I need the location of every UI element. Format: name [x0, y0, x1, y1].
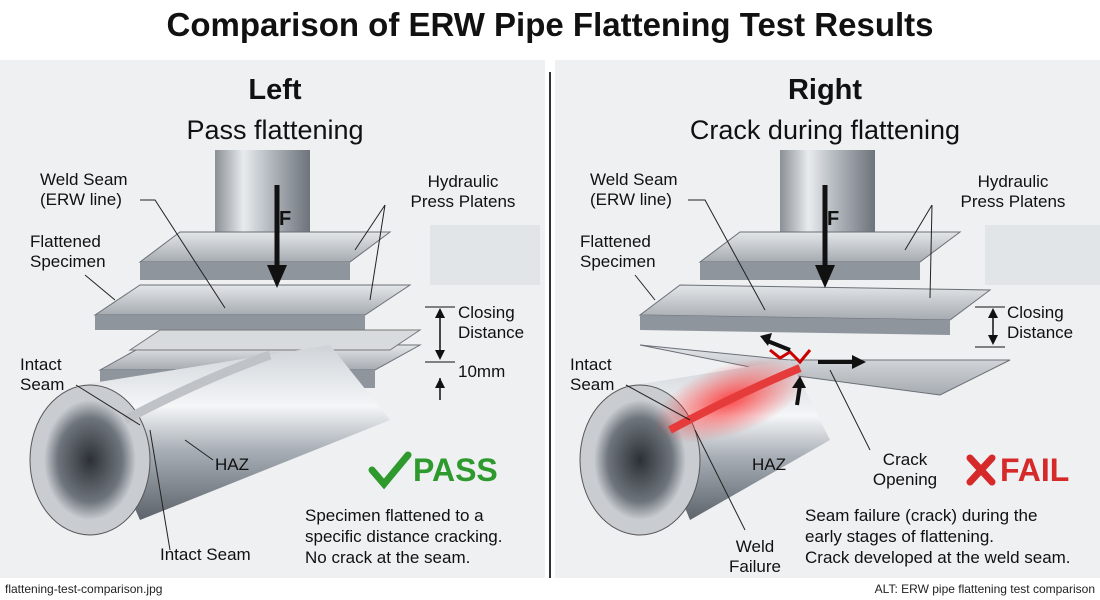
- cross-icon: [966, 454, 996, 486]
- right-pipe: [579, 357, 830, 536]
- footer-alt-text: ALT: ERW pipe flattening test comparison: [874, 582, 1095, 596]
- right-desk: [985, 225, 1100, 285]
- crack-opening-label: Crack Opening: [872, 450, 938, 489]
- right-closing-label: Closing Distance: [1007, 303, 1074, 342]
- right-force-label: F: [827, 208, 839, 230]
- left-force-label: F: [279, 208, 291, 230]
- right-haz-label: HAZ: [752, 455, 786, 474]
- pass-status: PASS: [413, 452, 498, 488]
- page-title: Comparison of ERW Pipe Flattening Test R…: [166, 6, 934, 43]
- left-hydraulic-label: Hydraulic Press Platens: [410, 172, 516, 211]
- left-hydraulic-ram: [215, 150, 310, 245]
- footer-filename: flattening-test-comparison.jpg: [5, 582, 163, 596]
- right-subheading: Crack during flattening: [689, 115, 961, 145]
- right-description: Seam failure (crack) during the early st…: [805, 506, 1071, 567]
- left-intact-seam-bottom-label: Intact Seam: [160, 545, 251, 564]
- right-flattened-label: Flattened Specimen: [580, 232, 656, 271]
- left-haz-label: HAZ: [215, 455, 249, 474]
- right-weld-seam-label: Weld Seam (ERW line): [590, 170, 678, 209]
- crack-line: [769, 348, 812, 365]
- left-intact-seam-label: Intact Seam: [20, 355, 65, 394]
- left-desk: [430, 225, 540, 285]
- left-flattened-label: Flattened Specimen: [30, 232, 106, 271]
- right-leaders: [625, 199, 933, 531]
- left-weld-bead: [122, 350, 272, 424]
- left-heading: Left: [248, 74, 302, 106]
- right-press: [638, 150, 1011, 396]
- fail-status: FAIL: [1000, 452, 1070, 488]
- crack-arrow-up: [795, 384, 802, 406]
- right-heading: Right: [787, 74, 863, 106]
- left-gap-label: 10mm: [458, 362, 506, 381]
- left-weld-seam-label: Weld Seam (ERW line): [40, 170, 128, 209]
- weld-failure-label: Weld Failure: [729, 537, 781, 576]
- right-intact-seam-label: Intact Seam: [570, 355, 615, 394]
- left-subheading: Pass flattening: [186, 115, 364, 145]
- left-closing-label: Closing Distance: [458, 303, 525, 342]
- check-icon: [368, 451, 412, 490]
- left-leaders: [75, 199, 386, 551]
- footer-band: [0, 578, 1100, 600]
- right-hydraulic-label: Hydraulic Press Platens: [960, 172, 1066, 211]
- right-weld-bead: [668, 364, 802, 434]
- left-description: Specimen flattened to a specific distanc…: [305, 506, 503, 567]
